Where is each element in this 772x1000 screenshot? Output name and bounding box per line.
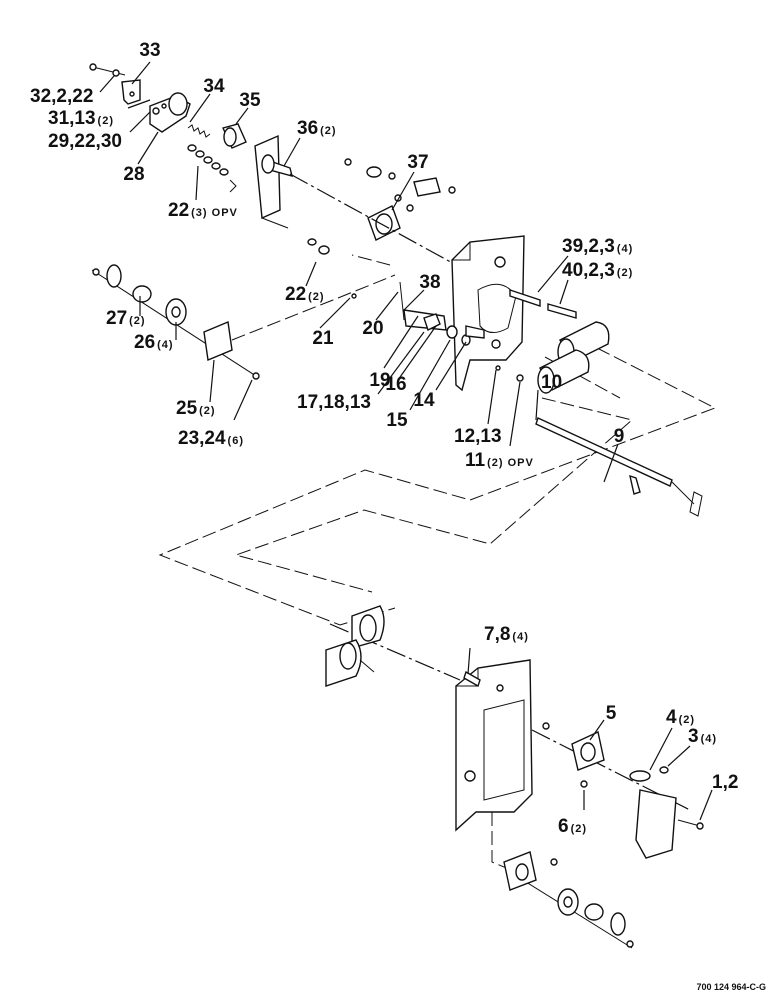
callout-26: 26(4): [134, 332, 174, 353]
callout-number: 29,22,30: [48, 131, 122, 152]
callout-3: 3(4): [688, 726, 717, 747]
callout-number: 4: [666, 707, 677, 728]
callout-19: 19: [369, 370, 390, 391]
callout-number: 35: [239, 90, 261, 111]
callout-number: 32,2,22: [30, 86, 93, 107]
callout-29: 29,22,30: [48, 131, 122, 152]
callout-number: 40,2,3: [562, 260, 615, 281]
callout-number: 7,8: [484, 624, 510, 645]
callout-quantity: (2): [98, 115, 114, 127]
callout-number: 11: [465, 450, 486, 471]
callout-quantity: (4): [701, 733, 717, 745]
callout-37: 37: [407, 152, 428, 173]
callout-quantity: (3) OPV: [191, 207, 238, 219]
callout-quantity: (2): [320, 125, 336, 137]
callout-number: 15: [386, 410, 408, 431]
leader-lines: [99, 61, 713, 821]
callout-quantity: (2): [308, 291, 324, 303]
callout-28: 28: [123, 164, 144, 185]
upper-assembly: [89, 63, 703, 517]
callout-quantity: (4): [617, 243, 633, 255]
callout-17: 17,18,13: [297, 392, 371, 413]
callout-7: 7,8(4): [484, 624, 529, 645]
callout-number: 36: [297, 118, 318, 139]
callout-number: 39,2,3: [562, 236, 615, 257]
callout-34: 34: [203, 76, 225, 97]
callout-27: 27(2): [106, 308, 146, 329]
callout-quantity: (2) OPV: [487, 457, 534, 469]
callout-quantity: (2): [129, 315, 145, 327]
callout-1: 1,2: [712, 772, 738, 793]
left-idler-group: [91, 264, 260, 380]
callout-16: 16: [385, 374, 406, 395]
callout-23: 23,24(6): [178, 428, 244, 449]
callout-number: 28: [123, 164, 144, 185]
callout-quantity: (2): [617, 267, 633, 279]
callout-number: 34: [203, 76, 225, 97]
callout-number: 9: [614, 426, 625, 447]
callout-number: 38: [419, 272, 440, 293]
callout-35: 35: [239, 90, 261, 111]
callout-number: 20: [362, 318, 383, 339]
callout-number: 27: [106, 308, 127, 329]
callout-14: 14: [413, 390, 435, 411]
callout-20: 20: [362, 318, 383, 339]
callout-number: 23,24: [178, 428, 226, 449]
callout-40: 40,2,3(2): [562, 260, 633, 281]
callout-number: 25: [176, 398, 198, 419]
callout-number: 17,18,13: [297, 392, 371, 413]
callout-number: 6: [558, 816, 569, 837]
callout-6: 6(2): [558, 816, 587, 837]
callout-number: 14: [413, 390, 435, 411]
document-number: 700 124 964-C-G: [696, 982, 766, 992]
callout-22b: 22(2): [285, 284, 325, 305]
callout-quantity: (2): [571, 823, 587, 835]
callout-number: 21: [312, 328, 334, 349]
callout-number: 1,2: [712, 772, 738, 793]
callout-36: 36(2): [297, 118, 337, 139]
connection-paths: [158, 254, 717, 626]
lower-assembly: [325, 605, 704, 949]
callout-number: 22: [285, 284, 306, 305]
callout-39: 39,2,3(4): [562, 236, 633, 257]
callout-quantity: (6): [228, 435, 244, 447]
callout-33: 33: [139, 40, 160, 61]
callout-9: 9: [614, 426, 625, 447]
callout-number: 10: [541, 372, 562, 393]
callout-number: 3: [688, 726, 699, 747]
callout-number: 19: [369, 370, 390, 391]
callout-number: 26: [134, 332, 155, 353]
callout-quantity: (2): [199, 405, 215, 417]
callout-10: 10: [541, 372, 562, 393]
callout-number: 37: [407, 152, 428, 173]
callout-quantity: (4): [512, 631, 528, 643]
callout-labels: 3332,2,2231,13(2)29,22,3028343536(2)22(3…: [30, 40, 738, 837]
callout-5: 5: [606, 703, 617, 724]
callout-11: 11(2) OPV: [465, 450, 534, 471]
callout-number: 22: [168, 200, 189, 221]
callout-12: 12,13: [454, 426, 502, 447]
callout-number: 12,13: [454, 426, 502, 447]
callout-31: 31,13(2): [48, 108, 114, 129]
callout-21: 21: [312, 328, 334, 349]
callout-number: 33: [139, 40, 160, 61]
callout-22a: 22(3) OPV: [168, 200, 238, 221]
callout-number: 31,13: [48, 108, 96, 129]
callout-number: 5: [606, 703, 617, 724]
callout-quantity: (2): [679, 714, 695, 726]
callout-25: 25(2): [176, 398, 216, 419]
callout-number: 16: [385, 374, 406, 395]
callout-15: 15: [386, 410, 408, 431]
callout-38: 38: [419, 272, 440, 293]
callout-quantity: (4): [157, 339, 173, 351]
callout-4: 4(2): [666, 707, 695, 728]
callout-32: 32,2,22: [30, 86, 93, 107]
